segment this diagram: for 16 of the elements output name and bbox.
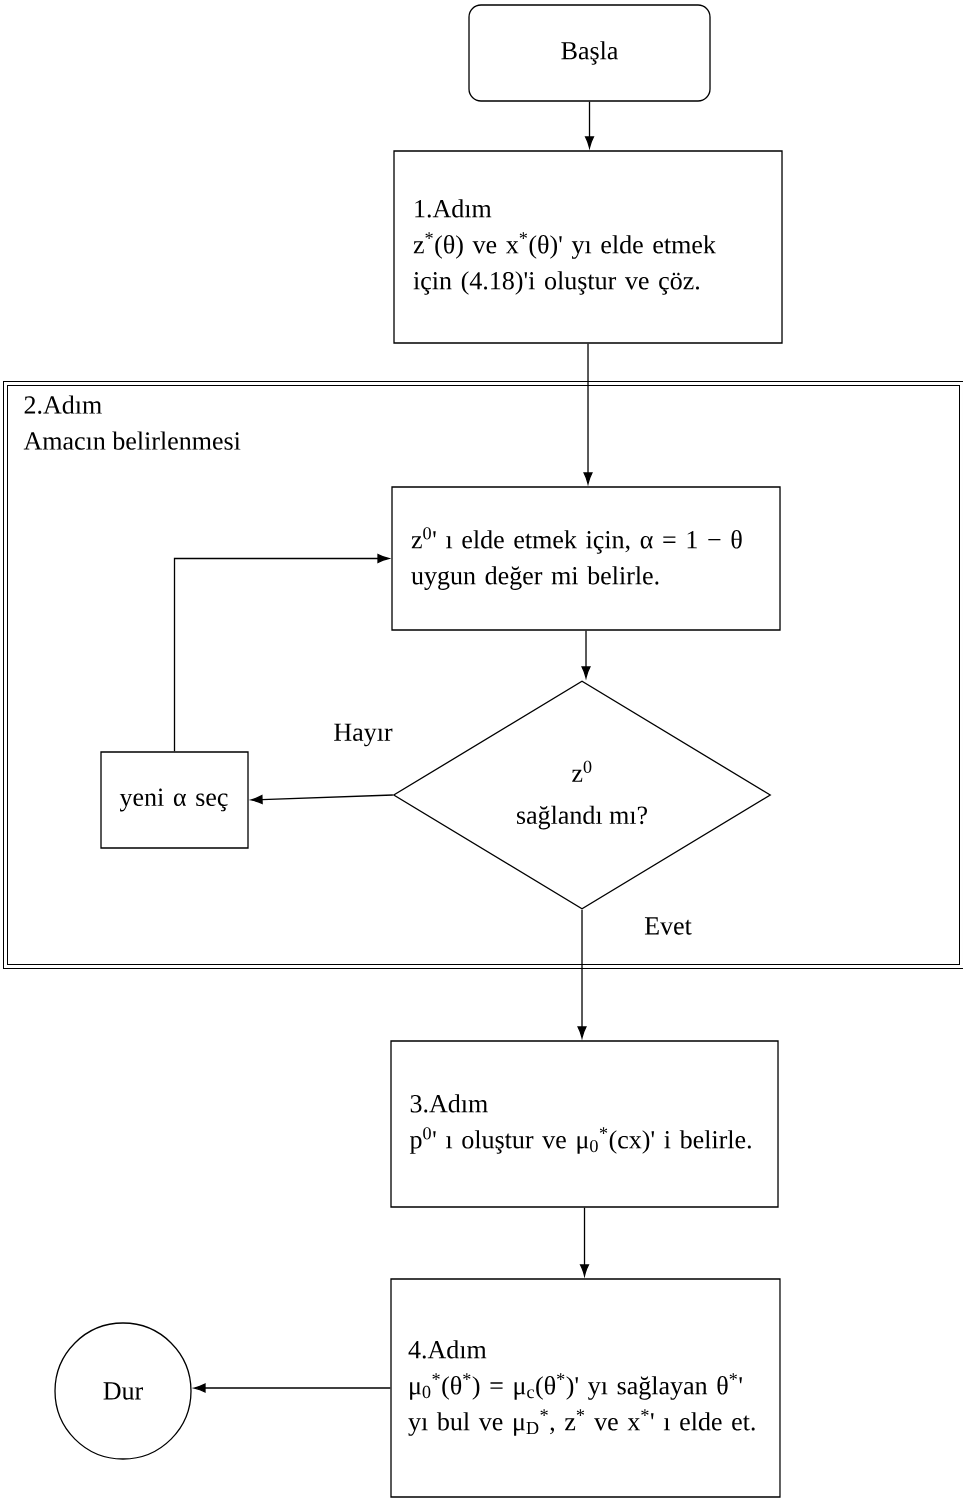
process-box: z$^{0}$' ı elde etmek için, α = 1 − θ uygun değer mi belirle. — [391, 486, 781, 631]
edge-label: Hayır — [331, 721, 395, 749]
arrow — [583, 343, 593, 485]
arrow — [577, 909, 587, 1039]
process-box: 3.Adım p$^{0}$' ı oluştur ve μ$_{0}$$^{*}$(cx)' i belirle. — [390, 1040, 779, 1208]
arrow — [250, 794, 394, 805]
arrow — [173, 553, 390, 752]
process-box: yeni α seç — [100, 751, 249, 849]
start-box: Başla — [468, 4, 711, 102]
process-box: 1.Adım z$^{*}$(θ) ve x$^{*}$(θ)' yı elde etmek için (4.18)'i oluştur ve çöz. — [393, 150, 783, 344]
arrow — [579, 1207, 590, 1277]
edge-label: Evet — [642, 915, 694, 937]
arrow — [584, 101, 595, 149]
arrow — [193, 1383, 391, 1393]
arrow — [581, 630, 591, 679]
process-box: 4.Adım μ$_{0}$$^{*}$(θ$^{*}$) = μ$_{c}$(θ$^{*}$)' yı sağlayan θ$^{*}$' yı bul ve μ$_{D}$$^{*}$, z$^{*}$ ve x$^{*}$' ı elde et. — [390, 1278, 781, 1498]
